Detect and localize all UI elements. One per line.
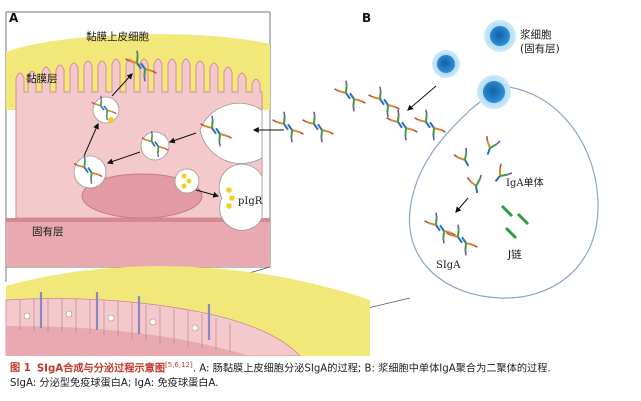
endocytic-vesicle: [199, 102, 263, 164]
panel-b-letter: B: [362, 11, 371, 25]
figure-caption: 图 1 SIgA合成与分泌过程示意图[5,6,12]. A: 肠黏膜上皮细胞分泌S…: [10, 358, 635, 391]
strip-lamina: [6, 326, 250, 356]
caption-line-2: SIgA: 分泌型免疫球蛋白A; IgA: 免疫球蛋白A.: [10, 378, 219, 390]
figure-refs: [5,6,12]: [165, 361, 193, 369]
figure-title: SIgA合成与分泌过程示意图: [36, 363, 166, 375]
j-chain-label: J链: [507, 248, 522, 261]
free-iga-group: [252, 81, 400, 142]
intestine-strip: [5, 266, 411, 357]
figure-number: 图 1: [10, 363, 31, 375]
mucus-label: 黏膜层: [26, 72, 58, 85]
caption-line-1: 图 1 SIgA合成与分泌过程示意图[5,6,12]. A: 肠黏膜上皮细胞分泌S…: [10, 358, 635, 376]
plasma-cell-outline: [408, 85, 599, 299]
free-iga-icon: [335, 81, 366, 111]
vesicle-left: [73, 155, 107, 189]
free-iga-icon: [303, 112, 334, 142]
pigr-membrane: [218, 163, 263, 231]
epithelium-label: 黏膜上皮细胞: [86, 30, 149, 43]
siga-diagram-figure: A 黏膜上皮细胞 黏膜层 固有层: [5, 11, 599, 357]
free-iga-icon: [369, 87, 400, 117]
free-iga-icon: [273, 112, 304, 142]
caption-description: . A: 肠黏膜上皮细胞分泌SIgA的过程; B: 浆细胞中单体IgA聚合为二聚…: [192, 363, 551, 375]
pigr-label: pIgR: [238, 196, 263, 207]
panel-a-letter: A: [9, 11, 19, 25]
j-chain-icon: [504, 226, 518, 240]
free-iga-icon: [415, 110, 446, 140]
lamina-propria: [6, 218, 270, 267]
j-chain-icon: [500, 204, 514, 218]
free-iga-icon: [387, 110, 418, 140]
iga-monomer-label: IgA单体: [506, 177, 544, 189]
siga-label: SIgA: [436, 260, 461, 271]
plasma-cell-label: 浆细胞: [520, 28, 552, 41]
panel-a: A 黏膜上皮细胞 黏膜层 固有层: [5, 11, 271, 268]
panel-b: B 浆细胞 (固有层) IgA单体 J链 SIgA: [362, 11, 599, 299]
plasma-cell-location-label: (固有层): [520, 42, 560, 55]
j-chain-icon: [516, 212, 530, 226]
lamina-label: 固有层: [32, 225, 64, 238]
